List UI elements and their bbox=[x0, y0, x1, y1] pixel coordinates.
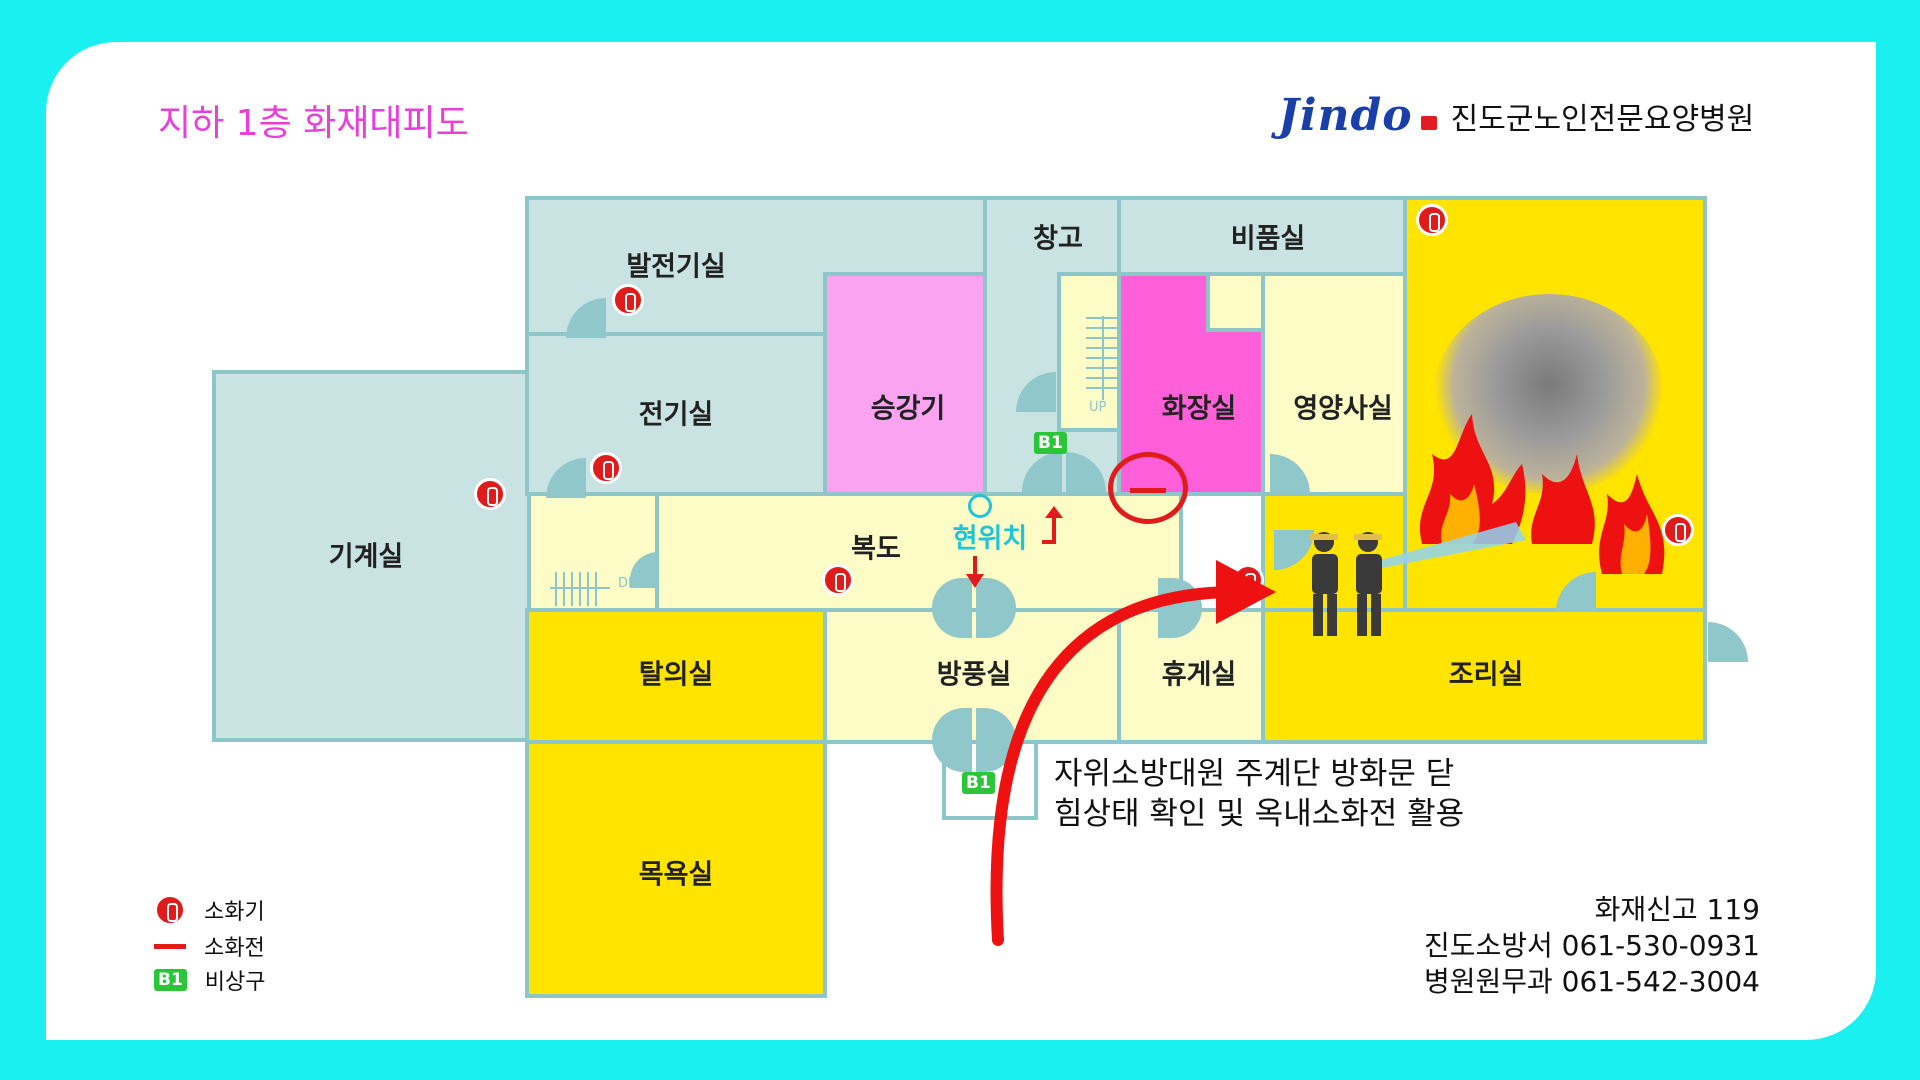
fire-extinguisher-icon bbox=[1416, 204, 1448, 236]
evacuation-route-arrow bbox=[990, 560, 1276, 946]
room-supplies bbox=[1117, 196, 1407, 276]
arrow-down-icon bbox=[966, 556, 984, 588]
legend-exit: B1 비상구 bbox=[154, 964, 266, 996]
fire-extinguisher-icon bbox=[474, 478, 506, 510]
door-kitchen-exterior bbox=[1708, 622, 1748, 662]
contact-fire-report: 화재신고 119 bbox=[1594, 893, 1760, 926]
legend-extinguisher: 소화기 bbox=[154, 894, 265, 926]
emergency-exit-sign: B1 bbox=[1034, 432, 1067, 454]
hospital-name: 진도군노인전문요양병원 bbox=[1450, 101, 1755, 137]
label-current-location: 현위치 bbox=[952, 523, 1028, 555]
emergency-exit-icon: B1 bbox=[154, 969, 187, 991]
water-spray-icon bbox=[1366, 522, 1526, 570]
label-bath: 목욕실 bbox=[638, 859, 714, 891]
legend-label: 소화기 bbox=[204, 900, 265, 925]
label-warehouse: 창고 bbox=[1033, 223, 1083, 255]
label-elevator: 승강기 bbox=[870, 393, 946, 425]
legend-label: 비상구 bbox=[204, 970, 266, 995]
label-supplies: 비품실 bbox=[1230, 223, 1306, 255]
brand-logo: Jindo bbox=[1278, 90, 1413, 141]
fire-hydrant-icon bbox=[154, 943, 186, 949]
fire-hydrant-icon bbox=[1130, 488, 1166, 493]
contact-fire-station: 진도소방서 061-530-0931 bbox=[1423, 929, 1760, 962]
arrow-up-right-icon bbox=[1042, 506, 1063, 544]
label-nutrition: 영양사실 bbox=[1293, 393, 1393, 425]
label-electric: 전기실 bbox=[638, 399, 714, 431]
fire-extinguisher-icon bbox=[612, 284, 644, 316]
room-machine bbox=[212, 370, 531, 742]
label-windbreak: 방풍실 bbox=[936, 659, 1012, 691]
door-windbreak-top-left bbox=[932, 578, 972, 638]
label-machine: 기계실 bbox=[328, 541, 404, 573]
label-lounge: 휴게실 bbox=[1161, 659, 1237, 691]
page-title: 지하 1층 화재대피도 bbox=[158, 103, 469, 144]
label-changing: 탈의실 bbox=[638, 659, 714, 691]
hospital-brand: Jindo 진도군노인전문요양병원 bbox=[1278, 90, 1754, 141]
stairs-down-icon bbox=[550, 572, 610, 606]
room-bath bbox=[525, 740, 827, 998]
legend-label: 소화전 bbox=[204, 936, 265, 961]
label-corridor: 복도 bbox=[851, 533, 901, 565]
instruction-line-2: 힘상태 확인 및 옥내소화전 활용 bbox=[1054, 796, 1465, 832]
flames-icon bbox=[1419, 414, 1665, 574]
label-kitchen: 조리실 bbox=[1448, 659, 1524, 691]
legend-hydrant: 소화전 bbox=[154, 930, 265, 962]
fire-hydrant-highlight bbox=[1108, 452, 1188, 524]
label-restroom: 화장실 bbox=[1161, 393, 1237, 425]
current-location-marker bbox=[968, 494, 992, 518]
instruction-line-1: 자위소방대원 주계단 방화문 닫 bbox=[1054, 756, 1455, 792]
fire-extinguisher-icon bbox=[590, 452, 622, 484]
stair-up-marker: UP bbox=[1089, 400, 1107, 415]
firefighter-icon bbox=[1310, 532, 1382, 636]
room-changing bbox=[525, 608, 827, 744]
emergency-exit-sign-south: B1 bbox=[962, 772, 995, 794]
room-main-stair bbox=[1057, 272, 1121, 432]
room-windbreak bbox=[823, 608, 1121, 744]
stairs-icon bbox=[1086, 316, 1120, 400]
fire-extinguisher-icon bbox=[1662, 514, 1694, 546]
fire-extinguisher-icon bbox=[822, 564, 854, 596]
evacuation-map-card: 지하 1층 화재대피도 Jindo 진도군노인전문요양병원 bbox=[46, 42, 1876, 1040]
brand-logo-mark bbox=[1420, 115, 1437, 130]
contact-hospital-office: 병원원무과 061-542-3004 bbox=[1423, 965, 1760, 998]
label-generator: 발전기실 bbox=[626, 251, 726, 283]
fire-extinguisher-icon bbox=[154, 894, 186, 926]
room-elevator bbox=[823, 272, 987, 496]
